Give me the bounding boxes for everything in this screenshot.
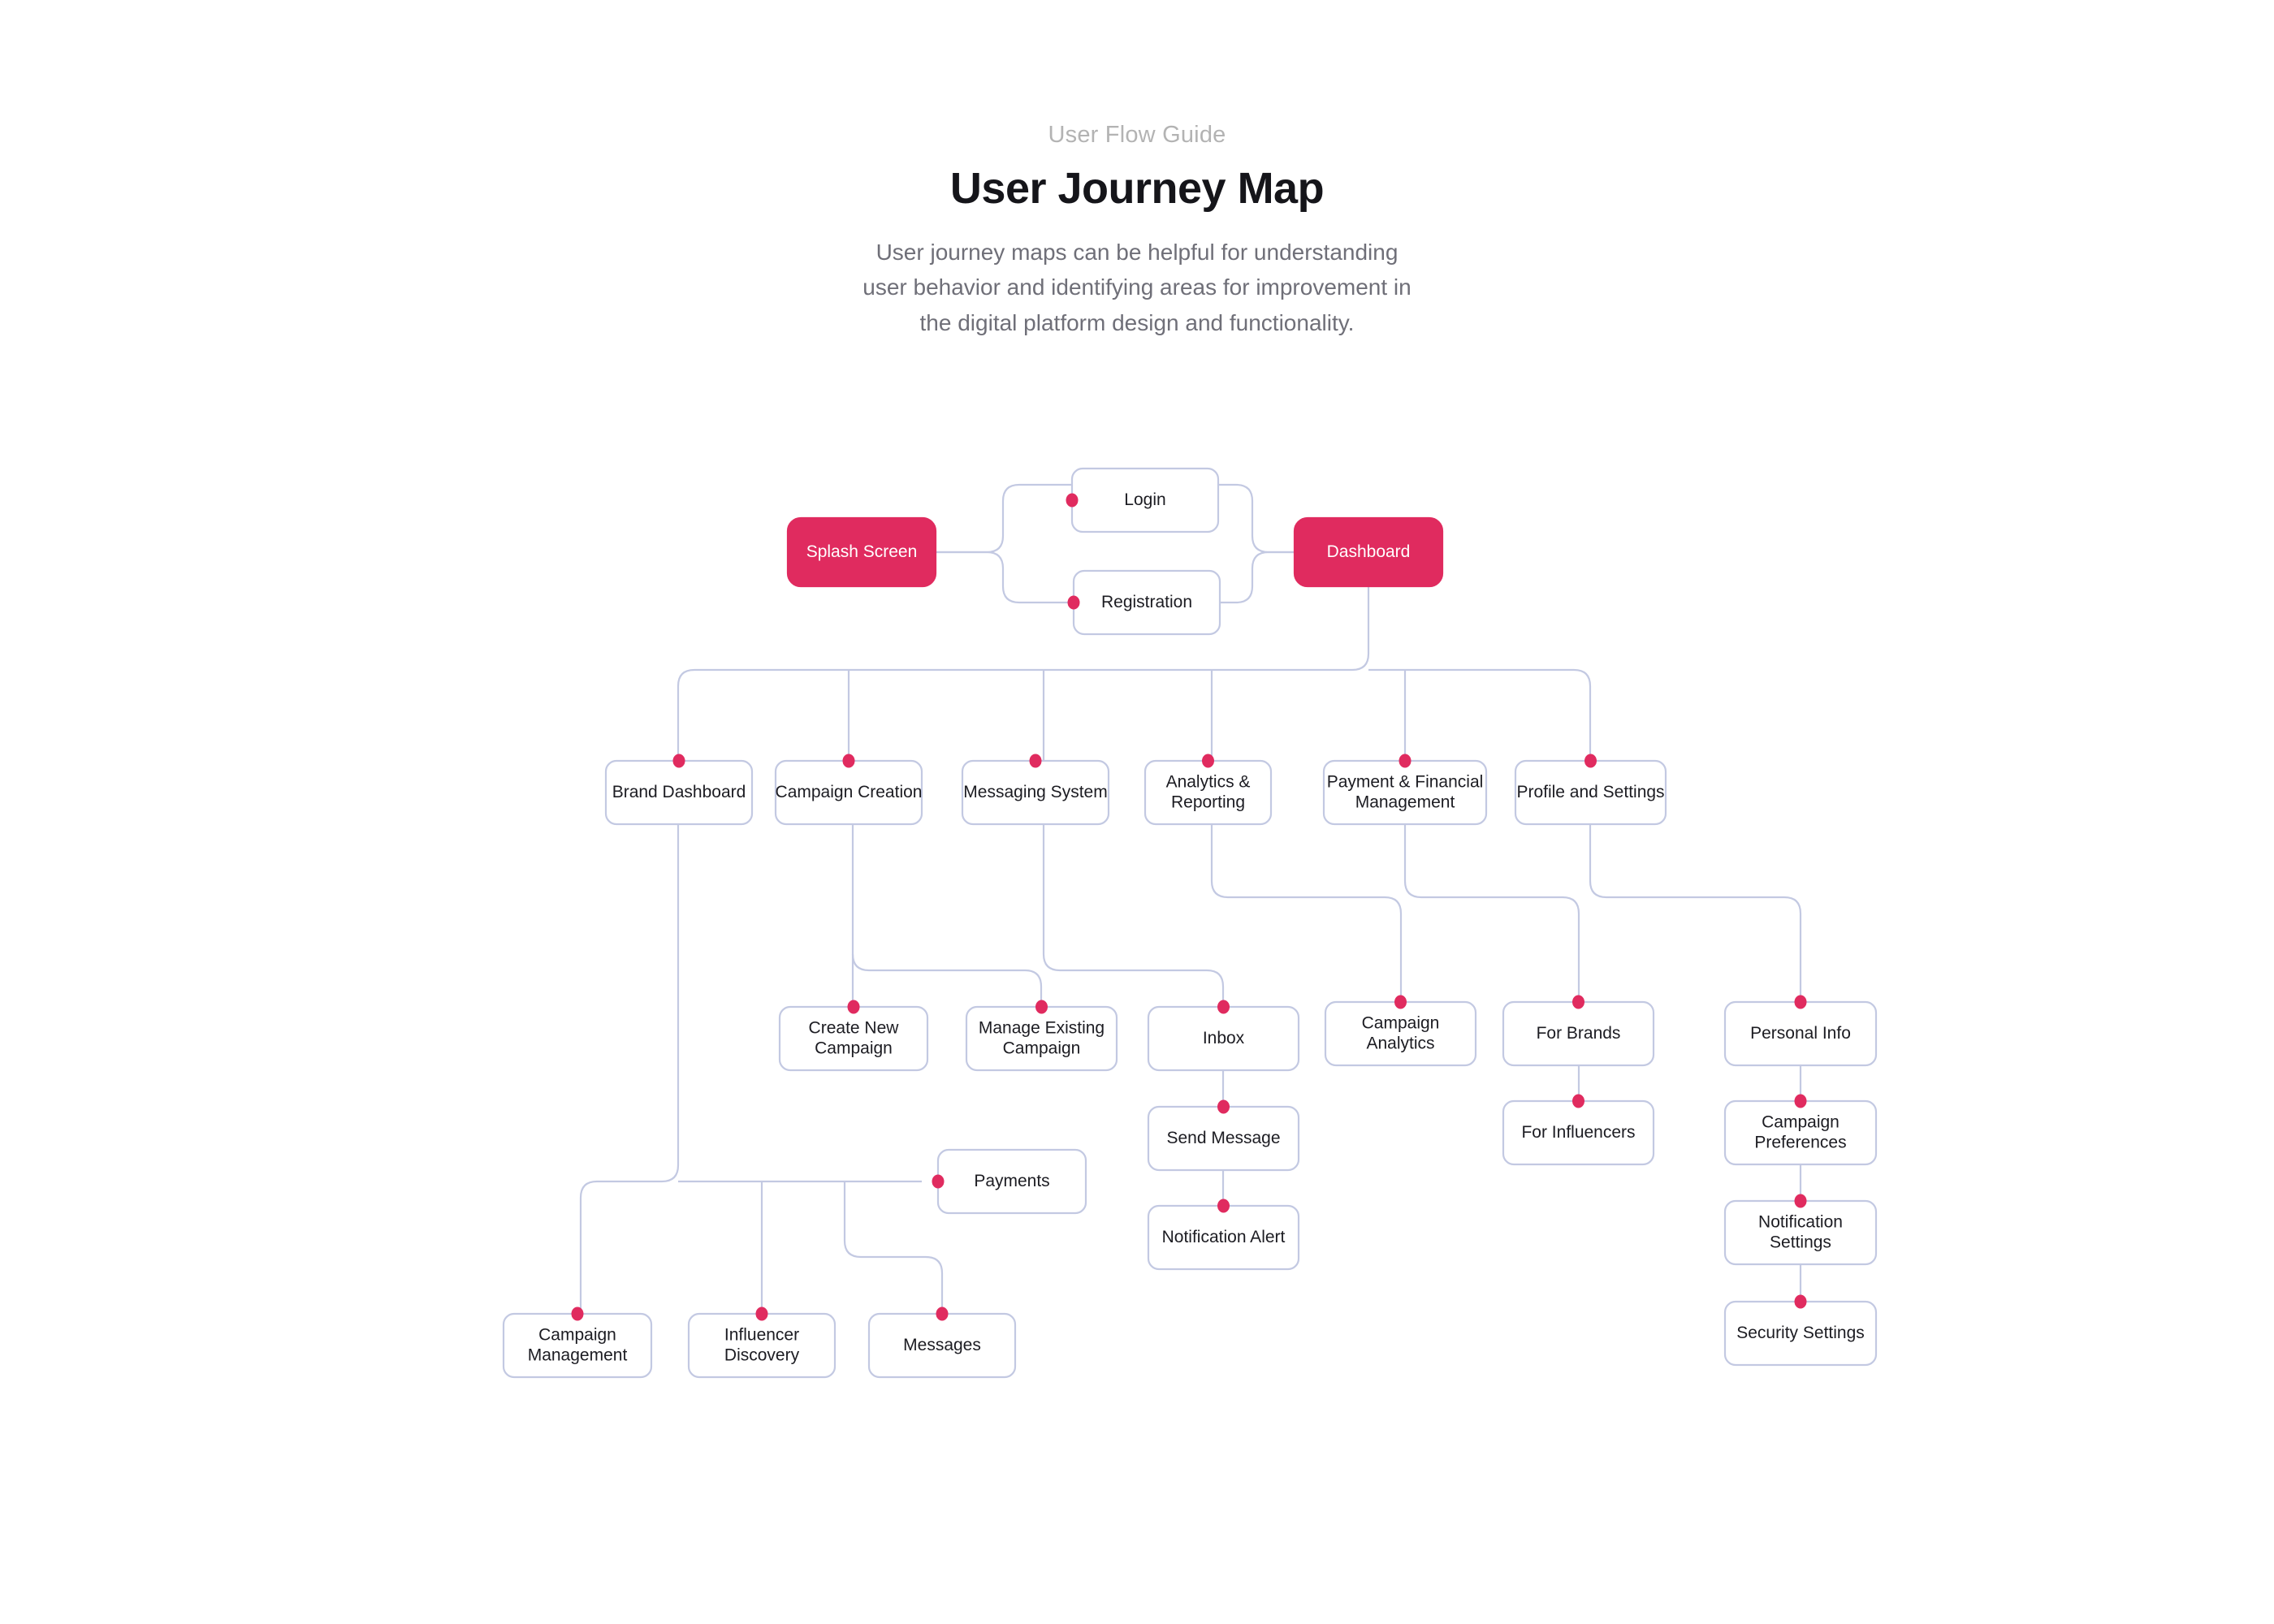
node-anchor-dot-icon	[936, 1307, 949, 1321]
node-anchor-dot-icon	[1202, 754, 1214, 768]
node-box[interactable]	[786, 516, 937, 588]
connector-profile-to-personal-info	[1589, 824, 1802, 1002]
node-anchor-dot-icon	[1029, 754, 1042, 768]
page-header: User Flow Guide User Journey Map User jo…	[0, 122, 2274, 340]
connector-bus-right-to-profile	[1368, 668, 1592, 761]
flow-node-registration[interactable]: Registration	[1067, 569, 1221, 636]
connector-registration-to-dashboard	[1220, 551, 1295, 604]
flow-node-profile[interactable]: Profile and Settings	[1514, 754, 1667, 826]
node-label: Dashboard	[1327, 542, 1411, 561]
flow-node-analytics[interactable]: Analytics &Reporting	[1143, 754, 1273, 826]
connector-analytics-to-campaign-analytics	[1210, 824, 1403, 1002]
flow-node-inbox[interactable]: Inbox	[1147, 1000, 1300, 1072]
node-label: Brand Dashboard	[612, 783, 746, 801]
node-anchor-dot-icon	[672, 754, 685, 768]
connector-dashboard-to-bus	[677, 586, 1370, 761]
page-title: User Journey Map	[949, 164, 1325, 213]
flow-node-payments[interactable]: Payments	[932, 1148, 1087, 1215]
page-subtitle: User journey maps can be helpful for und…	[862, 240, 1412, 335]
node-label: Analytics &Reporting	[1166, 772, 1251, 811]
flow-node-login[interactable]: Login	[1066, 467, 1220, 533]
node-anchor-dot-icon	[1394, 995, 1407, 1009]
node-anchor-dot-icon	[1584, 754, 1597, 768]
connector-layer	[579, 483, 1802, 1314]
node-label: For Influencers	[1521, 1123, 1635, 1142]
node-label: Registration	[1101, 593, 1192, 611]
node-anchor-dot-icon	[1217, 1099, 1230, 1114]
node-label: Messaging System	[963, 783, 1107, 801]
node-anchor-dot-icon	[1572, 1094, 1584, 1108]
node-label: Inbox	[1203, 1029, 1245, 1047]
flow-node-campaign-creation[interactable]: Campaign Creation	[774, 754, 923, 826]
node-anchor-dot-icon	[842, 754, 855, 768]
node-label: For Brands	[1537, 1024, 1621, 1043]
node-label: Security Settings	[1736, 1324, 1865, 1342]
node-anchor-dot-icon	[1066, 493, 1079, 508]
node-label: Notification Alert	[1162, 1228, 1286, 1246]
connector-payment-to-for-brands	[1403, 824, 1580, 1002]
node-anchor-dot-icon	[1572, 995, 1584, 1009]
connector-campaign-creation-to-manage-campaign	[851, 953, 1043, 1007]
connector-brand-dashboard-to-trunk	[579, 824, 680, 1314]
flow-node-splash[interactable]: Splash Screen	[786, 516, 937, 588]
flow-node-messages[interactable]: Messages	[867, 1307, 1017, 1379]
node-label: Profile and Settings	[1516, 783, 1664, 801]
connector-trunk-to-messages	[843, 1181, 944, 1314]
node-anchor-dot-icon	[1794, 1094, 1807, 1108]
connector-splash-to-login	[936, 483, 1072, 554]
node-anchor-dot-icon	[1035, 1000, 1048, 1014]
flow-node-brand-dashboard[interactable]: Brand Dashboard	[604, 754, 754, 826]
node-anchor-dot-icon	[571, 1307, 584, 1321]
connector-messaging-system-to-inbox	[1042, 824, 1225, 1007]
node-label: Personal Info	[1750, 1024, 1851, 1043]
node-label: Campaign Creation	[776, 783, 923, 801]
flow-node-dashboard[interactable]: Dashboard	[1293, 516, 1444, 588]
flow-node-for-brands[interactable]: For Brands	[1502, 995, 1655, 1067]
node-label: Messages	[903, 1336, 981, 1354]
flow-node-messaging-system[interactable]: Messaging System	[961, 754, 1110, 826]
connector-splash-to-registration	[936, 551, 1074, 604]
flow-node-send-message[interactable]: Send Message	[1147, 1099, 1300, 1172]
node-box[interactable]	[1293, 516, 1444, 588]
node-anchor-dot-icon	[1217, 1000, 1230, 1014]
node-anchor-dot-icon	[1794, 1294, 1807, 1309]
node-anchor-dot-icon	[1399, 754, 1412, 768]
node-anchor-dot-icon	[1794, 1194, 1807, 1208]
node-anchor-dot-icon	[1067, 595, 1080, 610]
node-anchor-dot-icon	[847, 1000, 860, 1014]
node-anchor-dot-icon	[1794, 995, 1807, 1009]
flow-node-security-settings[interactable]: Security Settings	[1723, 1294, 1878, 1367]
connector-login-to-dashboard	[1218, 483, 1295, 554]
flow-node-personal-info[interactable]: Personal Info	[1723, 995, 1878, 1067]
node-anchor-dot-icon	[755, 1307, 768, 1321]
node-anchor-dot-icon	[932, 1174, 945, 1189]
node-label: Login	[1124, 490, 1165, 509]
node-label: Splash Screen	[806, 542, 918, 561]
node-label: Payments	[974, 1172, 1049, 1190]
flow-node-notification-alert[interactable]: Notification Alert	[1147, 1199, 1300, 1271]
page-eyebrow: User Flow Guide	[1048, 122, 1226, 148]
node-label: Send Message	[1166, 1129, 1280, 1147]
node-anchor-dot-icon	[1217, 1199, 1230, 1213]
flow-node-for-influencers[interactable]: For Influencers	[1502, 1094, 1655, 1166]
